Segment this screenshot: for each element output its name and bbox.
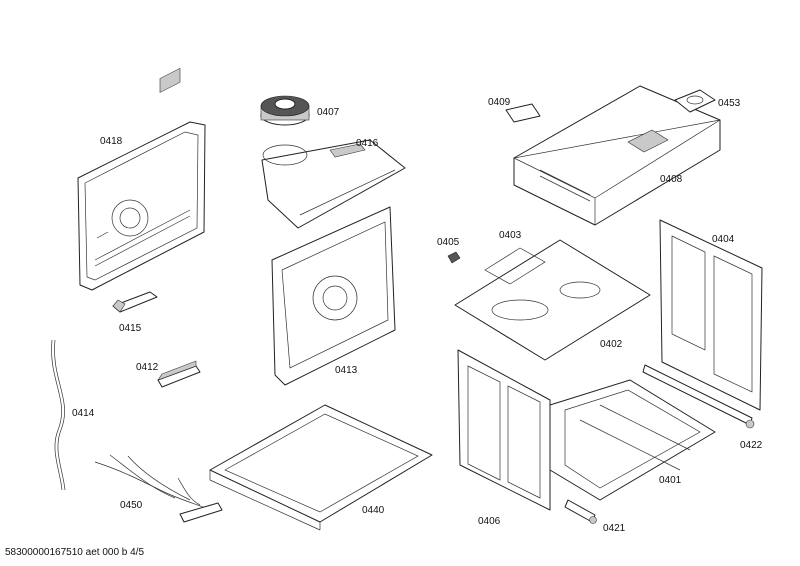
label-0403: 0403 <box>499 230 522 241</box>
part-0403-top-plate <box>454 239 651 361</box>
label-0409: 0409 <box>488 97 511 108</box>
part-0409-pad <box>505 103 541 123</box>
label-0406: 0406 <box>478 516 501 527</box>
part-0413-back-wall <box>271 206 396 386</box>
part-0405-clip <box>447 251 461 264</box>
label-0422: 0422 <box>740 440 763 451</box>
part-0404-side-panel <box>659 219 763 411</box>
label-0416: 0416 <box>356 138 379 149</box>
part-0421-hinge <box>564 499 597 524</box>
part-0450-wiring-harness <box>94 454 223 523</box>
label-0418: 0418 <box>100 136 123 147</box>
part-0407-fan <box>260 95 310 126</box>
part-0408-top-casing <box>512 85 721 226</box>
part-0406-side-panel <box>457 349 551 511</box>
label-0404: 0404 <box>712 234 735 245</box>
label-0453: 0453 <box>718 98 741 109</box>
label-0415: 0415 <box>119 323 142 334</box>
part-0422-rail <box>642 364 755 429</box>
part-0401-base-frame <box>549 379 716 501</box>
part-0453-fan-motor <box>674 89 716 113</box>
label-0408: 0408 <box>660 174 683 185</box>
part-0418-rear-panel <box>77 67 206 291</box>
label-0405: 0405 <box>437 237 460 248</box>
label-0440: 0440 <box>362 505 385 516</box>
part-0414-cable <box>51 339 66 491</box>
label-0413: 0413 <box>335 365 358 376</box>
document-id: 58300000167510 aet 000 b 4/5 <box>5 547 144 558</box>
label-0412: 0412 <box>136 362 159 373</box>
label-0407: 0407 <box>317 107 340 118</box>
part-0412-terminal-block <box>157 360 201 388</box>
label-0450: 0450 <box>120 500 143 511</box>
label-0414: 0414 <box>72 408 95 419</box>
part-0415-bracket <box>112 291 158 313</box>
part-0440-bottom-tray <box>209 404 433 531</box>
label-0421: 0421 <box>603 523 626 534</box>
label-0401: 0401 <box>659 475 682 486</box>
part-0416-fan-housing <box>261 139 406 229</box>
label-0402: 0402 <box>600 339 623 350</box>
